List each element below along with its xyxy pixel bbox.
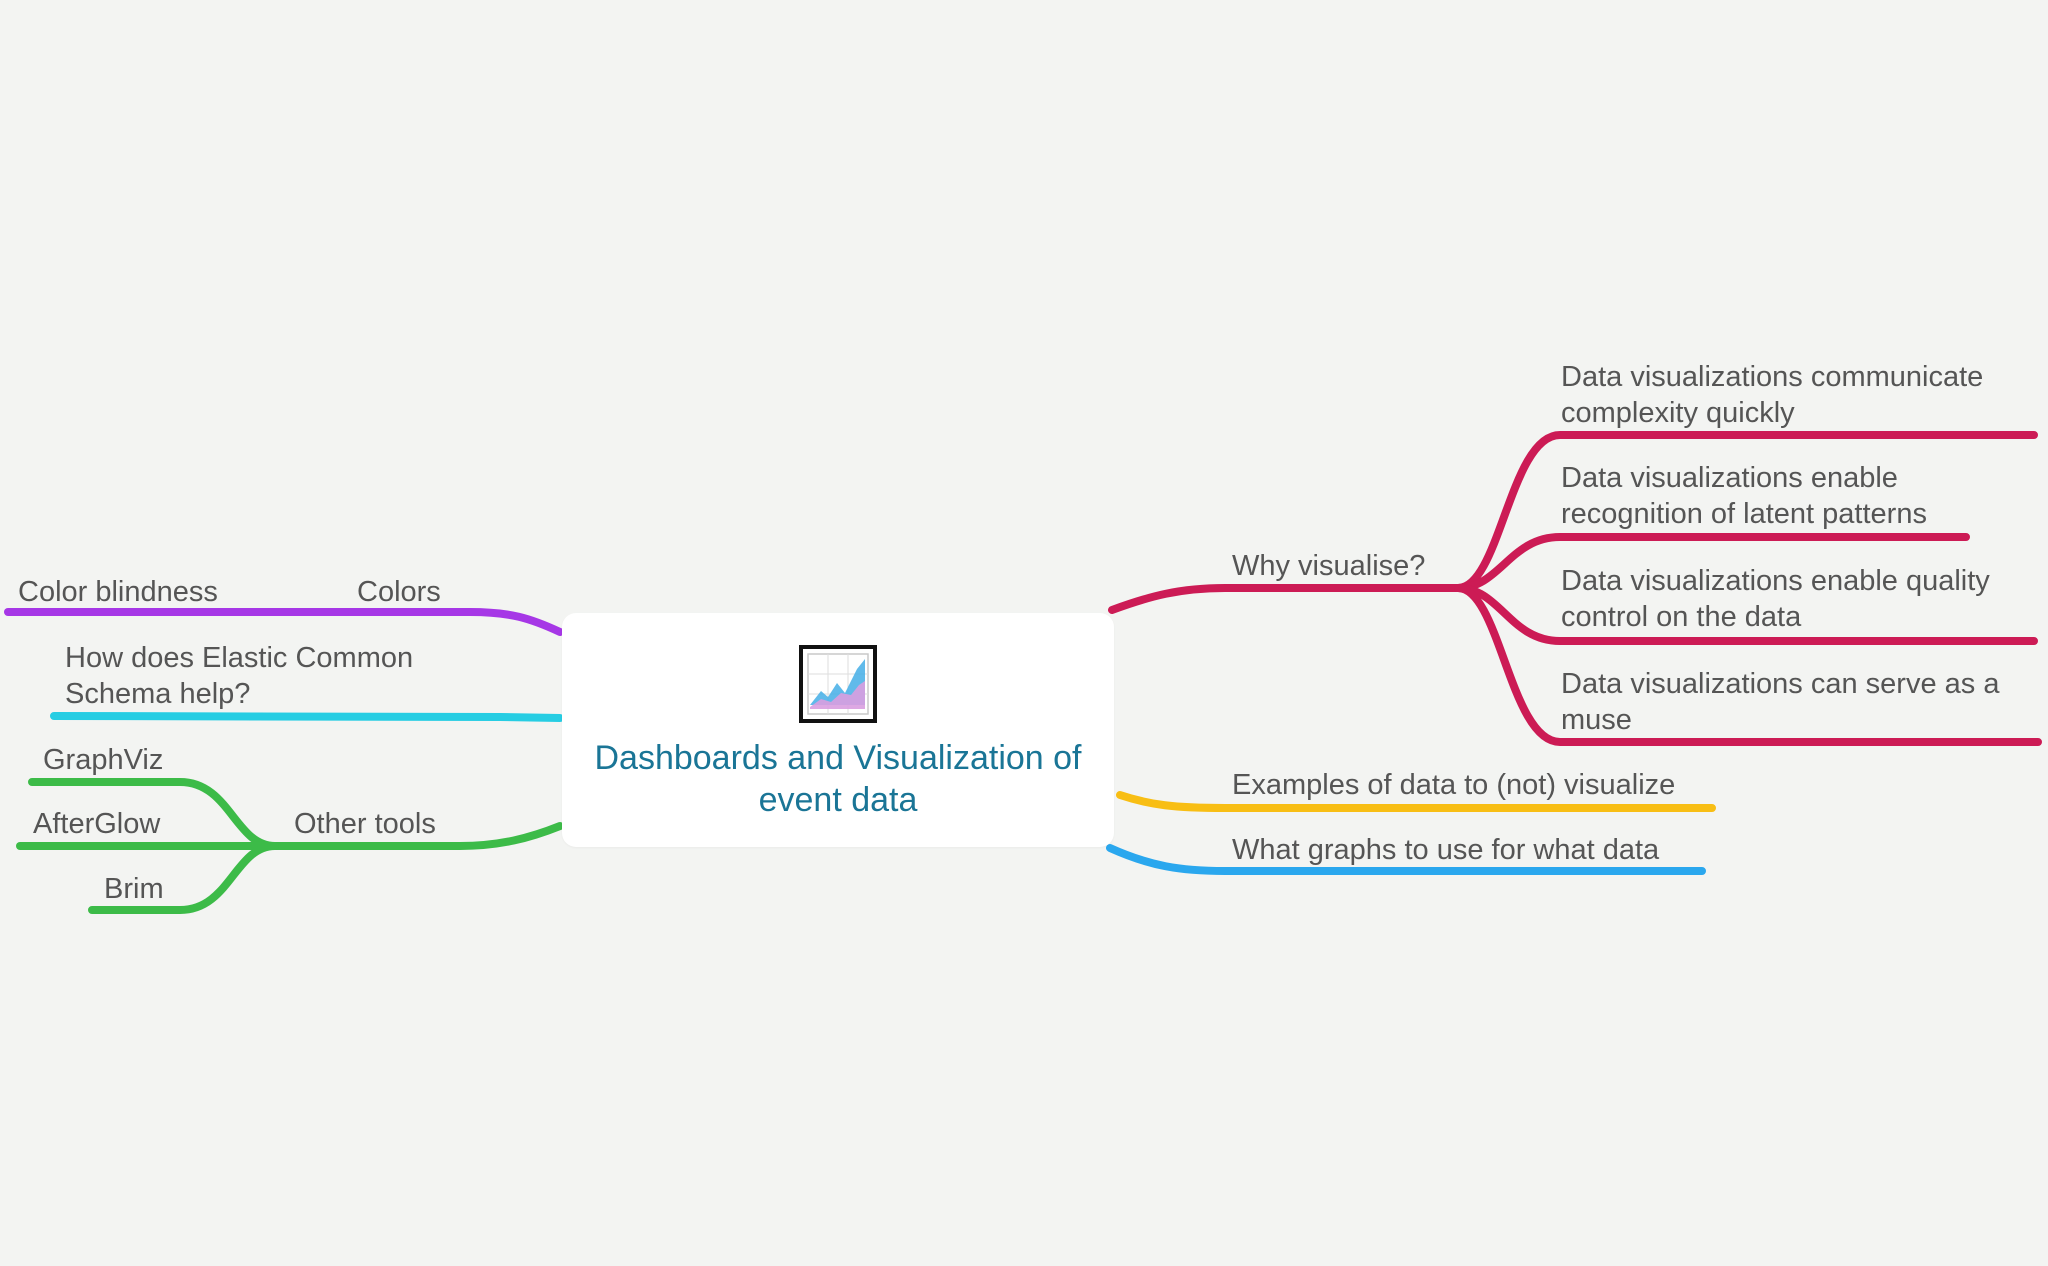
edge-why-visualise bbox=[1108, 584, 1462, 614]
edge-tool-brim bbox=[88, 842, 279, 914]
subtopic-brim[interactable]: Brim bbox=[104, 873, 164, 905]
edge-why-child-4 bbox=[1454, 584, 2042, 746]
edge-why-child-2 bbox=[1454, 533, 1970, 592]
subtopic-color-blindness[interactable]: Color blindness bbox=[18, 576, 218, 608]
central-topic-title: Dashboards and Visualization of event da… bbox=[594, 739, 1082, 819]
topic-other-tools[interactable]: Other tools bbox=[294, 808, 436, 840]
edge-examples bbox=[1116, 791, 1716, 812]
subtopic-serve-as-muse[interactable]: Data visualizations can serve as a muse bbox=[1561, 668, 2000, 736]
area-chart-icon bbox=[799, 645, 877, 723]
topic-why-visualise[interactable]: Why visualise? bbox=[1232, 550, 1426, 582]
edge-ecs bbox=[50, 712, 564, 722]
topic-what-graphs[interactable]: What graphs to use for what data bbox=[1232, 834, 1660, 866]
topic-ecs-help[interactable]: How does Elastic Common Schema help? bbox=[65, 642, 414, 710]
edge-why-child-1 bbox=[1454, 431, 2038, 592]
subtopic-latent-patterns[interactable]: Data visualizations enable recognition o… bbox=[1561, 462, 1927, 530]
central-topic[interactable]: Dashboards and Visualization of event da… bbox=[562, 613, 1114, 847]
edge-colors bbox=[341, 608, 564, 636]
edge-what-graphs bbox=[1106, 844, 1706, 875]
subtopic-communicate-complexity[interactable]: Data visualizations communicate complexi… bbox=[1561, 361, 1984, 429]
subtopic-quality-control[interactable]: Data visualizations enable quality contr… bbox=[1561, 565, 1990, 633]
subtopic-graphviz[interactable]: GraphViz bbox=[43, 744, 164, 776]
topic-examples-of-data[interactable]: Examples of data to (not) visualize bbox=[1232, 769, 1676, 801]
topic-colors[interactable]: Colors bbox=[357, 576, 441, 608]
edge-other-tools bbox=[271, 822, 564, 850]
subtopic-afterglow[interactable]: AfterGlow bbox=[33, 808, 161, 840]
